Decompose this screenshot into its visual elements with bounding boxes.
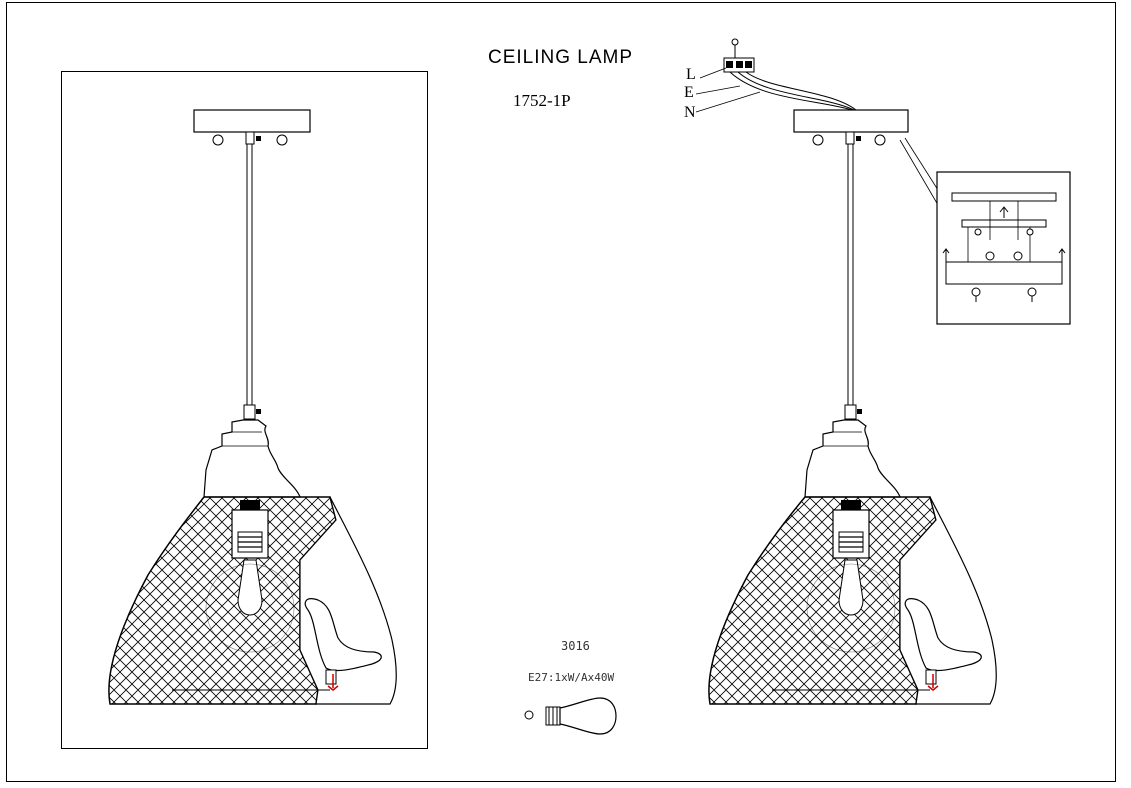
left-canopy — [193, 109, 311, 146]
right-bulb-socket — [832, 500, 870, 559]
mounting-detail-inset — [899, 137, 1071, 325]
right-terminal-block — [723, 38, 755, 73]
wire-label-live: L — [686, 66, 696, 83]
right-bird-figure — [904, 598, 982, 691]
left-lamp-neck — [203, 419, 301, 498]
bulb-icon — [524, 697, 617, 735]
bulb-spec: E27:1xW/Ax40W — [528, 671, 615, 684]
drawing-sheet-border — [6, 2, 1116, 782]
model-number: 1752-1P — [513, 91, 571, 110]
wire-label-neutral: N — [684, 104, 696, 121]
right-suspension-rod — [844, 144, 862, 420]
left-lamp-drawing — [108, 109, 397, 705]
left-bulb — [205, 559, 295, 653]
right-wires — [695, 67, 857, 113]
right-lamp-drawing — [695, 38, 997, 705]
drawing-title: CEILING LAMP — [488, 47, 634, 68]
wire-label-earth: E — [684, 84, 694, 101]
front-view-frame — [61, 71, 428, 749]
left-bird-figure — [304, 598, 382, 691]
right-canopy — [793, 109, 909, 146]
left-suspension-rod — [243, 144, 261, 420]
left-bulb-socket — [231, 500, 269, 559]
right-bulb — [806, 559, 896, 653]
bulb-code: 3016 — [561, 639, 590, 653]
right-lamp-neck — [804, 419, 901, 498]
